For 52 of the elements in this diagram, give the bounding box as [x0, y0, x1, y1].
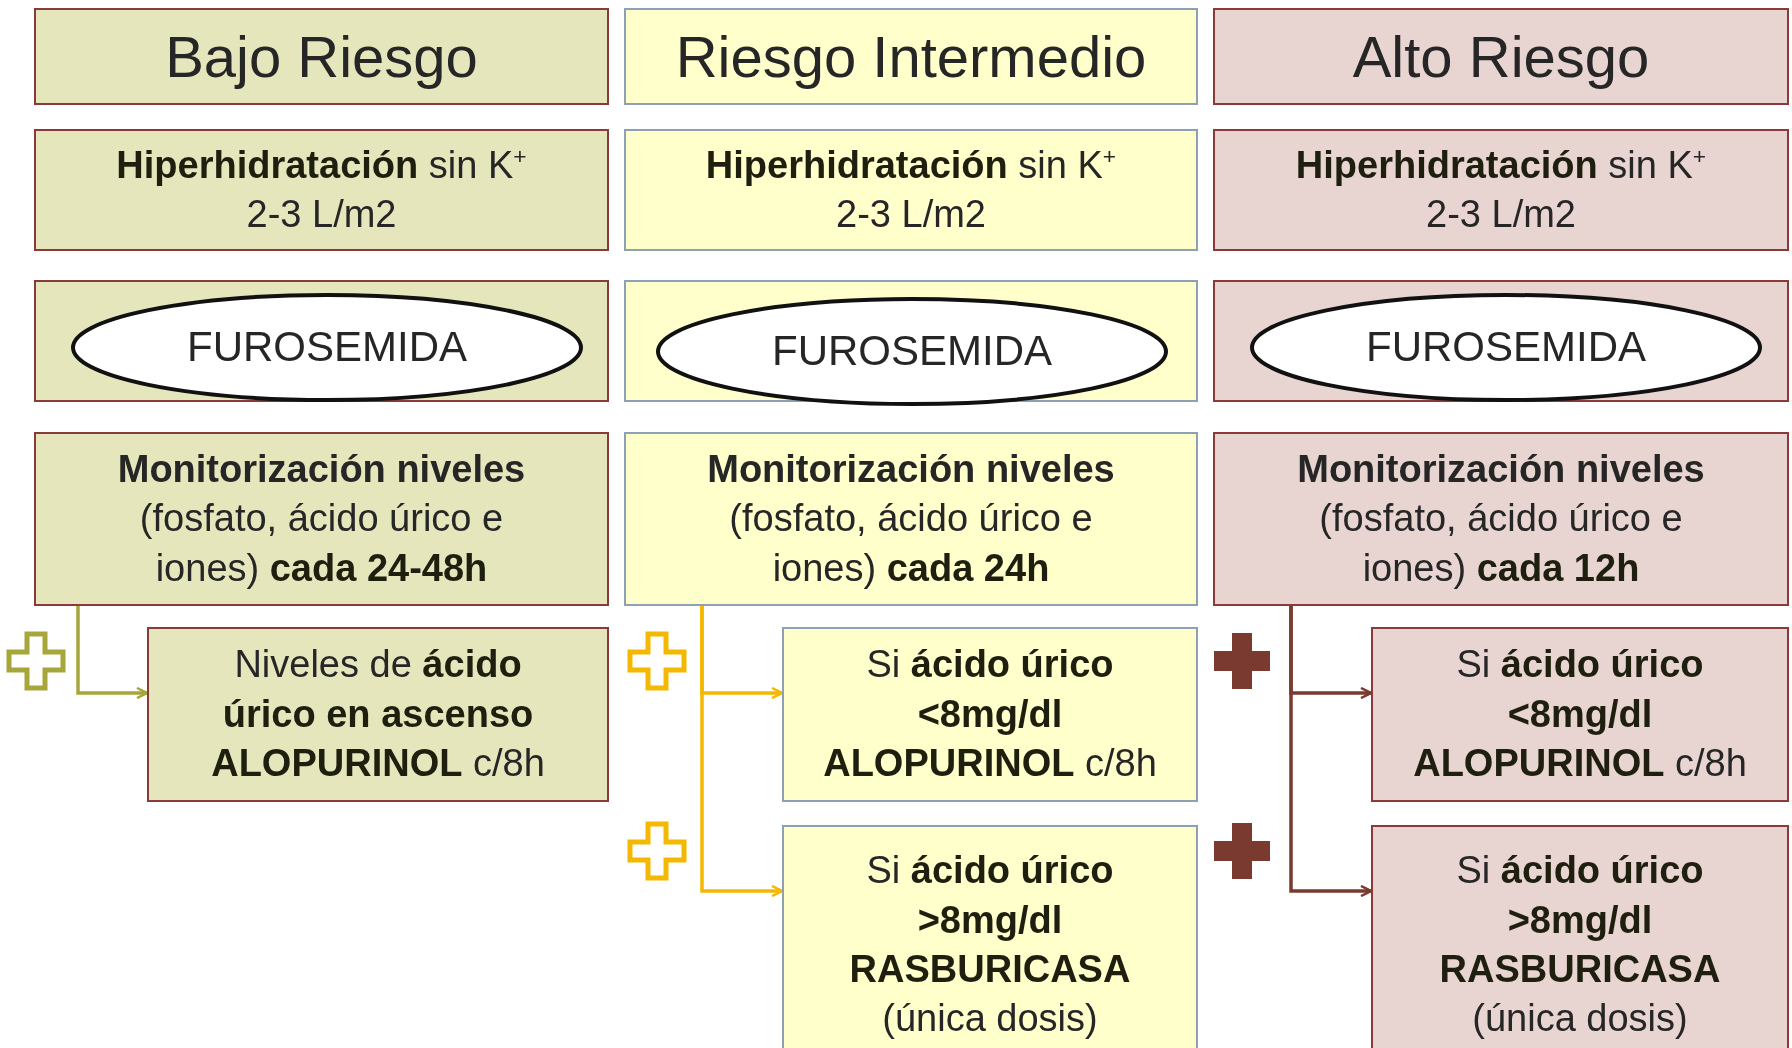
step-text: Si ácido úrico >8mg/dl [1455, 848, 1705, 943]
step-text: ALOPURINOL c/8h [1412, 741, 1748, 787]
risk-level-heading: Riesgo Intermedio [675, 22, 1147, 91]
step-box [1213, 129, 1789, 251]
step-text: (única dosis) [1471, 996, 1689, 1042]
step-text: Si ácido úrico >8mg/dl [865, 848, 1115, 943]
risk-header-box [624, 8, 1198, 105]
ellipse-node [71, 293, 583, 402]
step-text: Si ácido úrico <8mg/dl [1455, 642, 1705, 737]
step-box [147, 627, 609, 802]
step-text: (fosfato, ácido úrico e iones) cada 24h [728, 496, 1094, 591]
step-text: (fosfato, ácido úrico e iones) cada 12h [1318, 496, 1684, 591]
step-text: Hiperhidratación sin K$^{+}$ [705, 141, 1117, 188]
step-text: Monitorización niveles [707, 446, 1115, 492]
ellipse-node [1250, 293, 1762, 402]
step-text: RASBURICASA [848, 947, 1132, 992]
step-box [1213, 432, 1789, 606]
risk-header-box [34, 8, 609, 105]
step-text: 2-3 L/m2 [836, 192, 986, 237]
step-text: 2-3 L/m2 [1426, 192, 1576, 237]
step-box [1371, 825, 1789, 1048]
step-text: Hiperhidratación sin K$^{+}$ [116, 141, 527, 188]
risk-level-heading: Bajo Riesgo [165, 22, 478, 91]
step-text: 2-3 L/m2 [246, 192, 397, 237]
step-text: ALOPURINOL c/8h [210, 741, 546, 787]
step-text: Niveles de ácido úrico en ascenso [221, 642, 535, 737]
drug-label: FUROSEMIDA [772, 326, 1052, 377]
step-box [34, 432, 609, 606]
empty-box [1213, 280, 1789, 402]
step-text: Hiperhidratación sin K$^{+}$ [1295, 141, 1707, 188]
arrow [700, 606, 784, 898]
drug-label: FUROSEMIDA [187, 322, 467, 373]
step-box [782, 627, 1198, 802]
step-box [34, 129, 609, 251]
step-box [1371, 627, 1789, 802]
risk-header-box [1213, 8, 1789, 105]
step-box [624, 129, 1198, 251]
arrow [1289, 606, 1373, 898]
step-box [782, 825, 1198, 1048]
step-text: Si ácido úrico <8mg/dl [865, 642, 1115, 737]
step-text: Monitorización niveles [1297, 446, 1705, 492]
drug-label: FUROSEMIDA [1366, 322, 1646, 373]
ellipse-node [656, 297, 1168, 406]
step-text: RASBURICASA [1438, 947, 1722, 992]
step-text: Monitorización niveles [117, 446, 526, 492]
arrow [76, 606, 149, 700]
step-text: ALOPURINOL c/8h [822, 741, 1158, 787]
step-box [624, 432, 1198, 606]
step-text: (única dosis) [881, 996, 1099, 1042]
empty-box [34, 280, 609, 402]
risk-level-heading: Alto Riesgo [1352, 22, 1650, 91]
step-text: (fosfato, ácido úrico e iones) cada 24-48h [138, 496, 505, 591]
